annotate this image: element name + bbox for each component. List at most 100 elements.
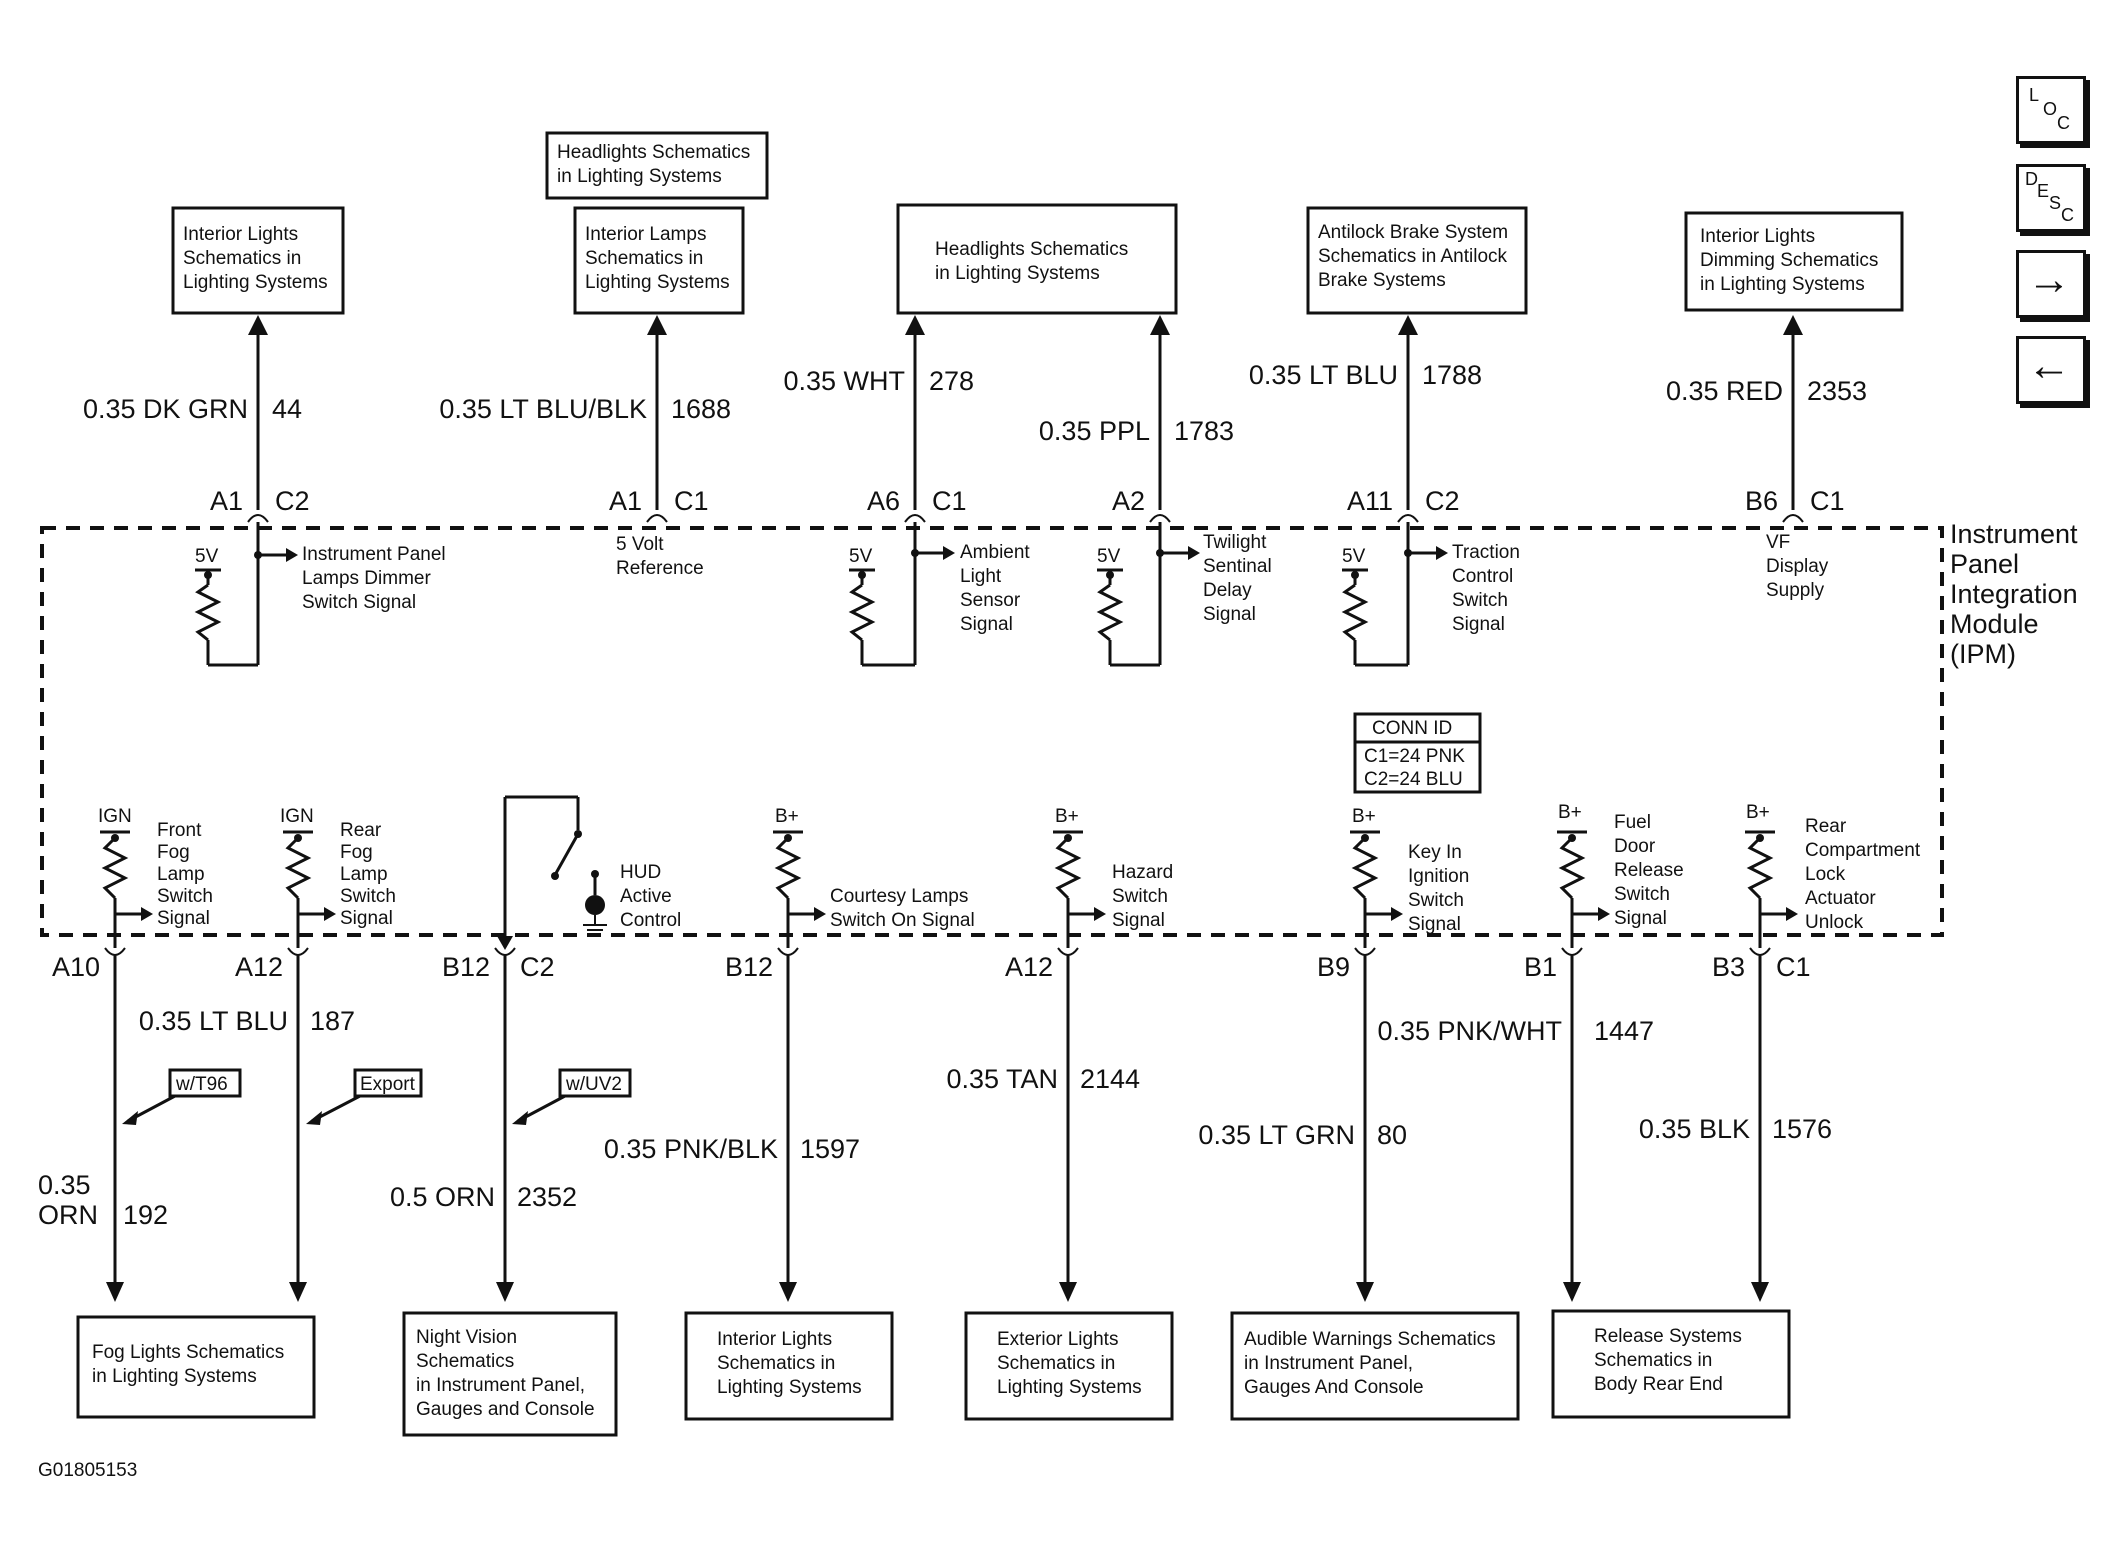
wire-color: 0.35 DK GRN — [83, 394, 248, 424]
loc-letter: O — [2043, 99, 2058, 119]
svg-text:A12: A12 — [1005, 952, 1053, 982]
svg-text:5V: 5V — [1342, 546, 1366, 567]
top-circuit-1783: 0.35 PPL 1783 A2 5V Twilight Sentinal De… — [1039, 315, 1272, 667]
svg-text:Door: Door — [1614, 836, 1656, 857]
svg-text:Signal: Signal — [1408, 914, 1461, 935]
svg-text:B+: B+ — [775, 806, 799, 827]
circuit-number: 1688 — [671, 394, 731, 424]
back-arrow-button[interactable]: ← — [2016, 336, 2086, 404]
svg-text:Switch: Switch — [340, 886, 396, 907]
svg-text:Signal: Signal — [157, 908, 210, 929]
svg-text:Fog: Fog — [340, 842, 373, 863]
svg-text:Interior Lights: Interior Lights — [183, 224, 298, 245]
svg-text:Integration: Integration — [1950, 579, 2078, 609]
forward-arrow-button[interactable]: → — [2016, 250, 2086, 318]
svg-text:C1=24 PNK: C1=24 PNK — [1364, 746, 1465, 767]
svg-text:Gauges and Console: Gauges and Console — [416, 1399, 595, 1420]
destination-box — [684, 1311, 894, 1421]
svg-text:B3: B3 — [1712, 952, 1745, 982]
svg-text:1597: 1597 — [800, 1134, 860, 1164]
svg-text:B12: B12 — [442, 952, 490, 982]
svg-text:Instrument: Instrument — [1950, 519, 2078, 549]
svg-text:in Lighting Systems: in Lighting Systems — [1700, 274, 1865, 295]
desc-letter: S — [2049, 193, 2062, 213]
svg-text:Module: Module — [1950, 609, 2039, 639]
svg-text:0.5 ORN: 0.5 ORN — [390, 1182, 495, 1212]
svg-text:Courtesy Lamps: Courtesy Lamps — [830, 886, 968, 907]
ipm-module-outline — [40, 526, 1944, 937]
svg-text:Control: Control — [1452, 566, 1513, 587]
svg-text:Signal: Signal — [1203, 604, 1256, 625]
svg-text:Rear: Rear — [340, 820, 382, 841]
destination-box — [573, 206, 745, 315]
svg-text:Compartment: Compartment — [1805, 840, 1921, 861]
svg-text:192: 192 — [123, 1200, 168, 1230]
svg-text:Signal: Signal — [960, 614, 1013, 635]
svg-text:Twilight: Twilight — [1203, 532, 1267, 553]
svg-text:Schematics in: Schematics in — [585, 248, 703, 269]
top-circuit-1788: Antilock Brake System Schematics in Anti… — [1249, 206, 1528, 667]
pin-label: A6 — [867, 486, 900, 516]
svg-text:Fog Lights Schematics: Fog Lights Schematics — [92, 1342, 284, 1363]
bottom-circuit-187: IGN Rear Fog Lamp Switch Signal A12 0.35… — [139, 806, 423, 1302]
svg-text:80: 80 — [1377, 1120, 1407, 1150]
svg-text:B+: B+ — [1558, 802, 1582, 823]
circuit-number: 278 — [929, 366, 974, 396]
svg-text:Lamp: Lamp — [157, 864, 205, 885]
svg-text:Reference: Reference — [616, 558, 704, 579]
svg-text:Audible Warnings Schematics: Audible Warnings Schematics — [1244, 1329, 1496, 1350]
wire-color: 0.35 LT BLU — [1249, 360, 1398, 390]
svg-text:Exterior Lights: Exterior Lights — [997, 1329, 1118, 1350]
destination-box — [896, 203, 1178, 315]
loc-letter: C — [2057, 113, 2070, 133]
svg-text:B9: B9 — [1317, 952, 1350, 982]
svg-text:B+: B+ — [1055, 806, 1079, 827]
svg-text:5V: 5V — [849, 546, 873, 567]
svg-text:Gauges And Console: Gauges And Console — [1244, 1377, 1424, 1398]
svg-text:1447: 1447 — [1594, 1016, 1654, 1046]
svg-text:C2: C2 — [520, 952, 555, 982]
svg-text:0.35 TAN: 0.35 TAN — [946, 1064, 1058, 1094]
bottom-circuit-80: B+ Key In Ignition Switch Signal B9 0.35… — [1198, 806, 1520, 1421]
pin-label: A11 — [1347, 486, 1393, 516]
svg-text:5V: 5V — [1097, 546, 1121, 567]
svg-text:0.35 LT BLU: 0.35 LT BLU — [139, 1006, 288, 1036]
wire-color: 0.35 WHT — [783, 366, 905, 396]
svg-text:Schematics in: Schematics in — [717, 1353, 835, 1374]
svg-text:A12: A12 — [235, 952, 283, 982]
svg-text:0.35 PNK/WHT: 0.35 PNK/WHT — [1377, 1016, 1562, 1046]
svg-text:B1: B1 — [1524, 952, 1557, 982]
svg-text:Release Systems: Release Systems — [1594, 1326, 1742, 1347]
svg-text:in Lighting Systems: in Lighting Systems — [935, 263, 1100, 284]
svg-text:Switch: Switch — [1614, 884, 1670, 905]
option-tag — [168, 1068, 242, 1098]
loc-letter: L — [2029, 85, 2040, 105]
circuit-number: 44 — [272, 394, 302, 424]
option-tag — [558, 1068, 632, 1098]
svg-text:0.35: 0.35 — [38, 1170, 91, 1200]
destination-box — [1684, 211, 1904, 312]
svg-text:Headlights Schematics: Headlights Schematics — [557, 142, 750, 163]
svg-text:0.35 LT GRN: 0.35 LT GRN — [1198, 1120, 1355, 1150]
svg-text:Switch: Switch — [1452, 590, 1508, 611]
connector-label: C2 — [275, 486, 310, 516]
connector-label: C2 — [1425, 486, 1460, 516]
svg-text:Panel: Panel — [1950, 549, 2019, 579]
wire-color: 0.35 RED — [1666, 376, 1783, 406]
loc-button[interactable]: L O C — [2016, 76, 2086, 144]
svg-text:Ambient: Ambient — [960, 542, 1030, 563]
left-arrow-icon: ← — [2027, 341, 2071, 390]
svg-text:VF: VF — [1766, 532, 1790, 553]
svg-text:Active: Active — [620, 886, 672, 907]
svg-text:Lamps Dimmer: Lamps Dimmer — [302, 568, 431, 589]
svg-text:Interior Lamps: Interior Lamps — [585, 224, 706, 245]
svg-text:Lamp: Lamp — [340, 864, 388, 885]
svg-text:1576: 1576 — [1772, 1114, 1832, 1144]
svg-text:Switch: Switch — [1112, 886, 1168, 907]
svg-text:Ignition: Ignition — [1408, 866, 1469, 887]
svg-text:Light: Light — [960, 566, 1002, 587]
desc-button[interactable]: D E S C — [2016, 164, 2086, 232]
svg-text:C1: C1 — [1776, 952, 1811, 982]
svg-text:Key In: Key In — [1408, 842, 1462, 863]
